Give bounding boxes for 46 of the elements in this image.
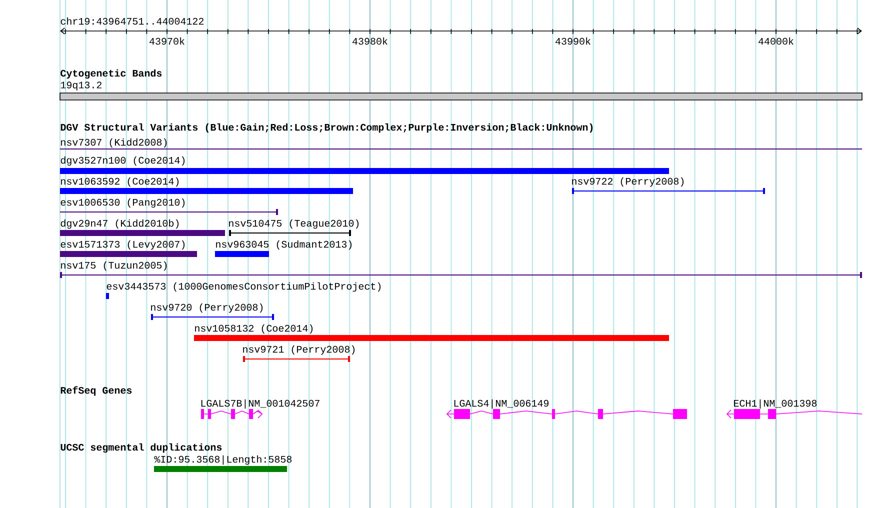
gene-model: LGALS4|NM_006149	[446, 399, 688, 419]
node-label: nsv1058132 (Coe2014)	[195, 324, 313, 334]
variant-feature: nsv175 (Tuzun2005)	[60, 261, 863, 278]
node-label: esv1571373 (Levy2007)	[60, 240, 185, 250]
variant-feature: nsv9722 (Perry2008)	[572, 177, 766, 194]
variant-feature: dgv3527n100 (Coe2014)	[60, 156, 669, 174]
node-label: LGALS4|NM_006149	[454, 399, 549, 409]
track-heading: Cytogenetic Bands	[60, 69, 162, 79]
variant-feature: nsv1063592 (Coe2014)	[60, 177, 353, 194]
track-heading: DGV Structural Variants (Blue:Gain;Red:Loss;Brown:Complex;Purple:Inversion;Black:Unknown)	[60, 123, 593, 133]
variant-feature: dgv29n47 (Kidd2010b)	[60, 219, 225, 236]
variant-feature: nsv1058132 (Coe2014)	[194, 324, 669, 341]
variant-feature: esv1006530 (Pang2010)	[60, 198, 278, 215]
gene-model: LGALS7B|NM_001042507	[200, 399, 320, 419]
node-label: nsv510475 (Teague2010)	[229, 219, 359, 229]
track-heading: UCSC segmental duplications	[60, 443, 222, 453]
coordinate-label: chr19:43964751..44004122	[60, 17, 204, 25]
node-label: LGALS7B|NM_001042507	[201, 399, 320, 409]
tick-label: 43980k	[352, 37, 388, 45]
node-label: nsv1063592 (Coe2014)	[61, 177, 179, 187]
variant-feature: nsv9720 (Perry2008)	[150, 303, 274, 320]
node-label: nsv9720 (Perry2008)	[151, 303, 263, 313]
tick-label: 44000k	[758, 37, 794, 45]
node-label: nsv175 (Tuzun2005)	[61, 261, 167, 271]
node-label: esv3443573 (1000GenomesConsortiumPilotProject)	[106, 282, 381, 292]
variant-feature: nsv7307 (Kidd2008)	[60, 138, 863, 150]
node-label: ECH1|NM_001398	[734, 399, 817, 409]
variant-feature: nsv963045 (Sudmant2013)	[215, 240, 352, 257]
gene-model: ECH1|NM_001398	[726, 399, 862, 419]
tick-label: 43990k	[556, 37, 590, 45]
node-label: %ID:95.3568|Length:5858	[154, 455, 292, 465]
variant-feature: nsv9721 (Perry2008)	[242, 345, 355, 362]
variant-feature: esv3443573 (1000GenomesConsortiumPilotProject)	[106, 282, 381, 299]
tick-label: 43970k	[150, 37, 184, 45]
node-label: dgv29n47 (Kidd2010b)	[60, 219, 179, 229]
cytoband-bar: 19q13.2	[60, 82, 862, 100]
variant-feature: esv1571373 (Levy2007)	[60, 240, 197, 257]
node-label: nsv9722 (Perry2008)	[572, 177, 684, 187]
node-label: dgv3527n100 (Coe2014)	[60, 156, 185, 166]
variant-feature: %ID:95.3568|Length:5858	[154, 455, 292, 472]
node-label: 19q13.2	[60, 82, 102, 90]
track-heading: RefSeq Genes	[60, 386, 132, 396]
variant-feature: nsv510475 (Teague2010)	[228, 219, 359, 236]
node-label: esv1006530 (Pang2010)	[60, 198, 185, 208]
node-label: nsv963045 (Sudmant2013)	[216, 240, 352, 250]
node-label: nsv9721 (Perry2008)	[243, 345, 355, 355]
